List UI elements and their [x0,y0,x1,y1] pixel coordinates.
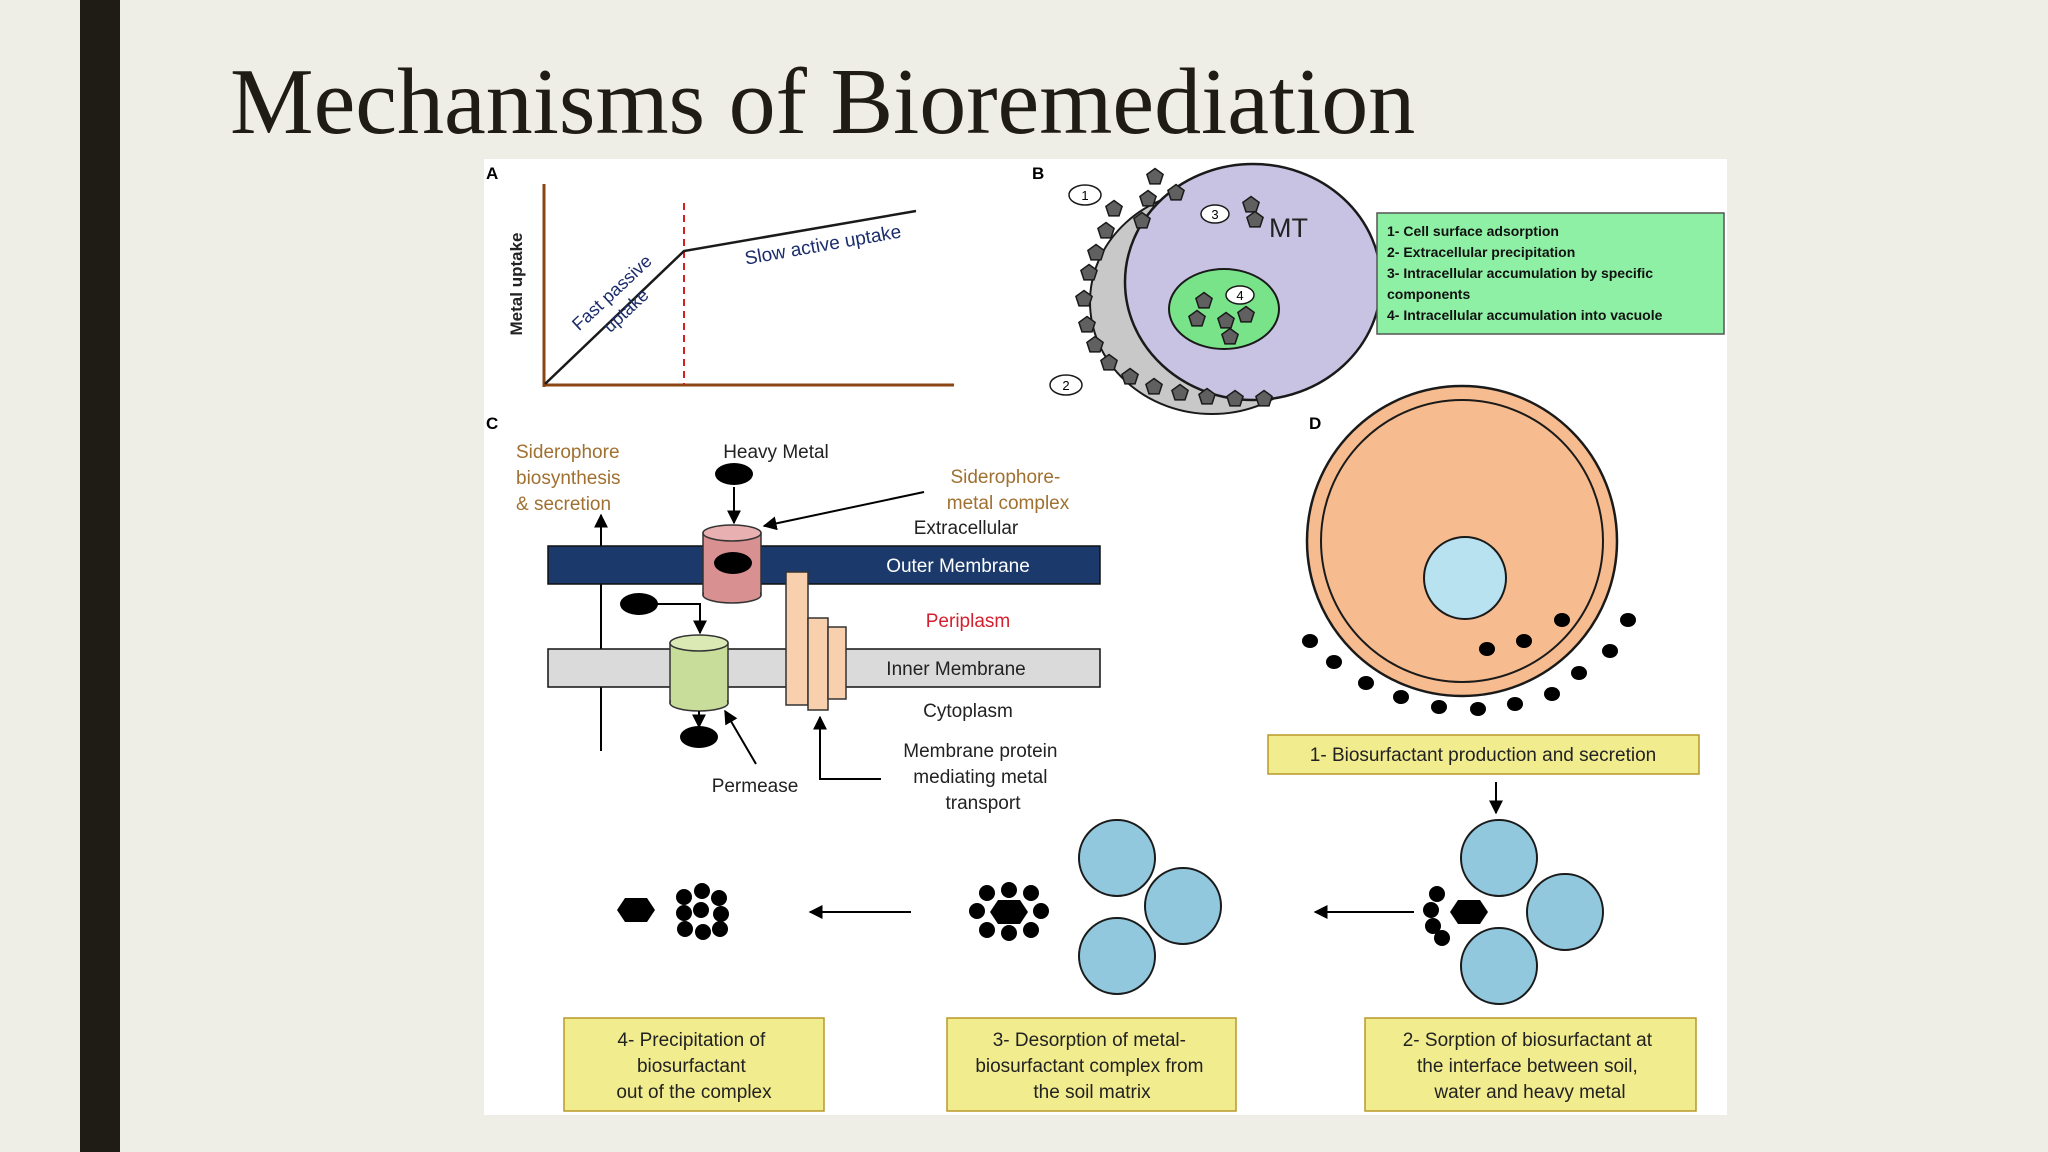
marker-3 [1200,204,1230,224]
panel-b-letter: B [1032,164,1044,183]
periplasm-label: Periplasm [926,611,1010,632]
bioremediation-figure: A Metal uptake Fast passive uptake Slow … [484,159,1727,1115]
sc-line-2: metal complex [947,493,1070,514]
membrane-protein [785,571,847,711]
slide-title: Mechanisms of Bioremediation [230,50,1416,154]
slow-active-label: Slow active uptake [743,221,903,269]
panel-d: D 1- Biosurfactant production and secret… [563,384,1700,1112]
s2-line-2: the interface between soil, [1417,1056,1638,1077]
figure-svg: A Metal uptake Fast passive uptake Slow … [486,162,1725,1112]
step-1-label: 1- Biosurfactant production and secretio… [1310,745,1656,766]
legend-item-2: 2- Extracellular precipitation [1387,244,1575,260]
siderophore-biosynthesis-label: Siderophore biosynthesis & secretion [516,442,626,515]
marker-3-label: 3 [1211,207,1218,222]
mp-line-2: mediating metal [913,767,1047,788]
step-4-label: 4- Precipitation of biosurfactant out of… [616,1030,772,1103]
mechanism-legend [1376,212,1725,335]
step-3-label: 3- Desorption of metal- biosurfactant co… [975,1030,1208,1103]
membrane-protein-label: Membrane protein mediating metal transpo… [903,741,1062,814]
metal-ion [1080,263,1098,281]
permease-pointer-arrow [724,709,757,765]
panel-c-letter: C [486,414,498,433]
metal-ion [1146,167,1164,185]
step-2-box [1364,1017,1697,1112]
sb-line-1: Siderophore [516,442,620,463]
membrane-protein-arrow [813,715,881,780]
legend-item-4: 4- Intracellular accumulation into vacuo… [1387,307,1663,323]
marker-2-label: 2 [1062,378,1069,393]
mp-line-1: Membrane protein [903,741,1057,762]
marker-4 [1225,285,1255,305]
inner-membrane-label: Inner Membrane [886,659,1025,680]
uptake-curve [544,209,917,385]
cytoplasm-label: Cytoplasm [923,701,1013,722]
step-3-cluster [969,819,1222,995]
step-4-box [563,1017,825,1112]
step-3-box [946,1017,1237,1112]
channel-metal-complex [714,552,752,574]
periplasm-to-permease-arrow [656,603,707,635]
cytoplasm-metal-ion [680,726,718,748]
marker-2 [1049,374,1083,396]
panel-c: C Siderophore biosynthesis & secretion H… [486,414,1101,814]
s3-line-1: 3- Desorption of metal- [993,1030,1186,1051]
s2-line-3: water and heavy metal [1433,1082,1625,1103]
marker-1 [1068,184,1102,206]
slide-sidebar [80,0,120,1152]
panel-d-letter: D [1309,414,1321,433]
panel-a-letter: A [486,164,498,183]
s2-line-1: 2- Sorption of biosurfactant at [1403,1030,1653,1051]
metal-ion [1139,189,1157,207]
siderophore-complex-label: Siderophore- metal complex [947,467,1070,514]
s3-line-3: the soil matrix [1033,1082,1151,1103]
sc-line-1: Siderophore- [950,467,1060,488]
mp-line-3: transport [946,793,1022,814]
complex-arrow [762,491,925,531]
metal-ion [1097,221,1115,239]
biosurfactant-droplets [1302,613,1636,716]
step-4-cluster [617,883,729,940]
metal-uptake-label: Metal uptake [507,233,526,336]
step-2-label: 2- Sorption of biosurfactant at the inte… [1403,1030,1658,1103]
step-1-box [1267,734,1700,775]
panel-b: B [1032,162,1725,415]
panel-a: A Metal uptake Fast passive uptake Slow … [486,164,954,387]
metal-ion [1105,199,1123,217]
extracellular-label: Extracellular [914,518,1019,539]
sb-line-2: biosynthesis [516,468,621,489]
permease-transporter [669,634,729,712]
outer-membrane [547,545,1101,585]
legend-item-3: 3- Intracellular accumulation by specifi… [1387,265,1653,281]
s4-line-3: out of the complex [616,1082,772,1103]
outer-membrane-channel [702,524,762,604]
legend-item-3-cont: components [1387,286,1470,302]
marker-1-label: 1 [1081,188,1088,203]
heavy-metal-ion [715,463,753,485]
cell-membrane [1320,399,1604,683]
legend-item-1: 1- Cell surface adsorption [1387,223,1559,239]
metal-ion [1087,243,1105,261]
permease-label: Permease [712,776,799,797]
step-2-cluster [1423,819,1604,1005]
s4-line-2: biosurfactant [637,1056,747,1077]
outer-membrane-label: Outer Membrane [886,556,1030,577]
sb-line-3: & secretion [516,494,611,515]
cell-nucleus [1423,536,1507,620]
mechanism-legend-text: 1- Cell surface adsorption 2- Extracellu… [1387,223,1663,323]
marker-4-label: 4 [1236,288,1243,303]
periplasm-metal-ion [620,593,658,615]
heavy-metal-label: Heavy Metal [723,442,829,463]
mt-label: MT [1269,213,1308,243]
s4-line-1: 4- Precipitation of [617,1030,766,1051]
s3-line-2: biosurfactant complex from [975,1056,1203,1077]
